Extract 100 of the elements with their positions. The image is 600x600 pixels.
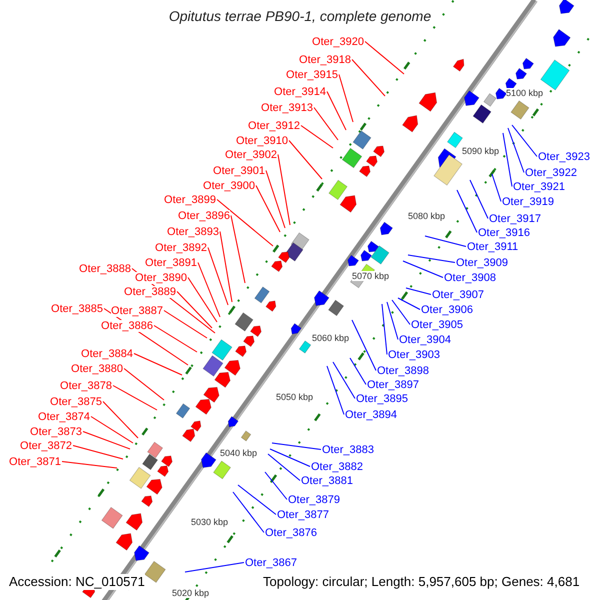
tick-label: 5020 kbp (172, 588, 210, 598)
gene-label: Oter_3871 (9, 456, 61, 468)
gene-label: Oter_3909 (456, 256, 508, 268)
gene-label: Oter_3880 (71, 362, 123, 374)
gene-label: Oter_3893 (167, 226, 219, 238)
leader-line (238, 484, 276, 515)
leader-line (470, 180, 488, 219)
leader-line (62, 461, 118, 468)
leader-line (398, 298, 420, 310)
gene-label: Oter_3877 (277, 508, 329, 520)
leader-line (382, 304, 388, 355)
leader-line (402, 260, 444, 278)
gene-label: Oter_3874 (38, 410, 90, 422)
leader-line (220, 231, 232, 302)
gene-label: Oter_3905 (411, 318, 463, 330)
gene-label: Oter_3879 (288, 494, 340, 506)
leader-line (164, 310, 208, 338)
leader-line (266, 170, 286, 228)
gene-label: Oter_3884 (81, 348, 133, 360)
gene-label: Oter_3889 (124, 286, 176, 298)
gene-label: Oter_3878 (60, 380, 112, 392)
gene-label: Oter_3896 (178, 210, 230, 222)
gene-label: Oter_3899 (164, 194, 216, 206)
gene-label: Oter_3887 (111, 304, 163, 316)
leader-line (112, 385, 158, 410)
tick-label: 5050 kbp (276, 392, 314, 402)
leader-line (72, 445, 124, 460)
tick-label: 5100 kbp (506, 88, 544, 98)
leader-line (232, 492, 264, 533)
tick-label: 5030 kbp (191, 517, 228, 527)
leader-line (392, 300, 410, 325)
gene-label: Oter_3902 (225, 148, 277, 160)
gene-label: Oter_3911 (467, 240, 518, 252)
gene-label: Oter_3916 (478, 226, 530, 238)
gene-label: Oter_3881 (301, 474, 353, 486)
tick-label: 5040 kbp (220, 448, 258, 458)
leader-line (268, 454, 300, 481)
leader-line (492, 174, 502, 202)
gene-label: Oter_3873 (30, 426, 82, 438)
gene-label: Oter_3875 (50, 396, 102, 408)
gene-label: Oter_3900 (203, 180, 255, 192)
leader-line (326, 366, 344, 415)
leader-line (352, 320, 376, 371)
leader-line (386, 302, 398, 340)
gene-label: Oter_3901 (213, 164, 265, 176)
leader-line (338, 74, 354, 122)
leader-line (424, 236, 466, 247)
leader-line (352, 59, 386, 96)
leader-line (188, 277, 218, 322)
leader-line (176, 291, 212, 328)
gene-label: Oter_3915 (286, 68, 338, 80)
leader-line (278, 154, 290, 226)
gene-label: Oter_3913 (261, 102, 313, 114)
tick-label: 5090 kbp (462, 146, 500, 156)
info-text: Topology: circular; Length: 5,957,605 bp; Genes: 4,681 (263, 574, 580, 590)
gene-label: Oter_3904 (399, 334, 451, 346)
gene-label: Oter_3922 (525, 166, 577, 178)
gene-label: Oter_3917 (489, 212, 541, 224)
leader-line (456, 190, 478, 233)
leader-line (208, 247, 228, 306)
leader-line (288, 140, 322, 180)
gene-label: Oter_3894 (345, 408, 397, 420)
gene-label: Oter_3910 (236, 134, 288, 146)
gene-label: Oter_3914 (274, 86, 326, 98)
gene-label: Oter_3907 (432, 288, 484, 300)
leader-line (154, 325, 198, 352)
gene-label: Oter_3920 (312, 36, 364, 48)
gene-label: Oter_3888 (79, 262, 131, 274)
tick-label: 5080 kbp (408, 211, 446, 221)
leader-line (272, 442, 322, 450)
leader-line (256, 185, 280, 232)
leader-line (124, 368, 164, 400)
leader-line (408, 254, 456, 263)
gene-label: Oter_3903 (388, 348, 440, 360)
leader-line (502, 132, 512, 187)
tick-label: 5060 kbp (312, 333, 350, 343)
leader-line (82, 431, 130, 450)
gene-label: Oter_3885 (51, 302, 103, 314)
gene-label: Oter_3867 (245, 556, 297, 568)
gene-label: Oter_3876 (265, 526, 317, 538)
leader-line (332, 362, 356, 399)
leader-line (512, 124, 538, 157)
leader-line (314, 107, 338, 140)
gene-label: Oter_3897 (367, 378, 419, 390)
leader-line (300, 125, 334, 148)
leader-line (364, 41, 404, 74)
gene-label: Oter_3895 (356, 392, 408, 404)
gene-label: Oter_3886 (101, 320, 153, 332)
leader-line (508, 128, 524, 173)
gene-label: Oter_3919 (502, 196, 554, 208)
gene-label: Oter_3923 (538, 150, 590, 162)
leader-line (90, 416, 134, 444)
gene-label: Oter_3882 (311, 460, 363, 472)
leader-line (326, 91, 346, 130)
gene-label: Oter_3898 (377, 364, 429, 376)
leader-line (198, 262, 220, 318)
leader-line (270, 448, 310, 467)
title: Opitutus terrae PB90-1, complete genome (168, 8, 432, 25)
gene-label: Oter_3891 (145, 256, 197, 268)
gene-label: Oter_3883 (322, 444, 374, 456)
